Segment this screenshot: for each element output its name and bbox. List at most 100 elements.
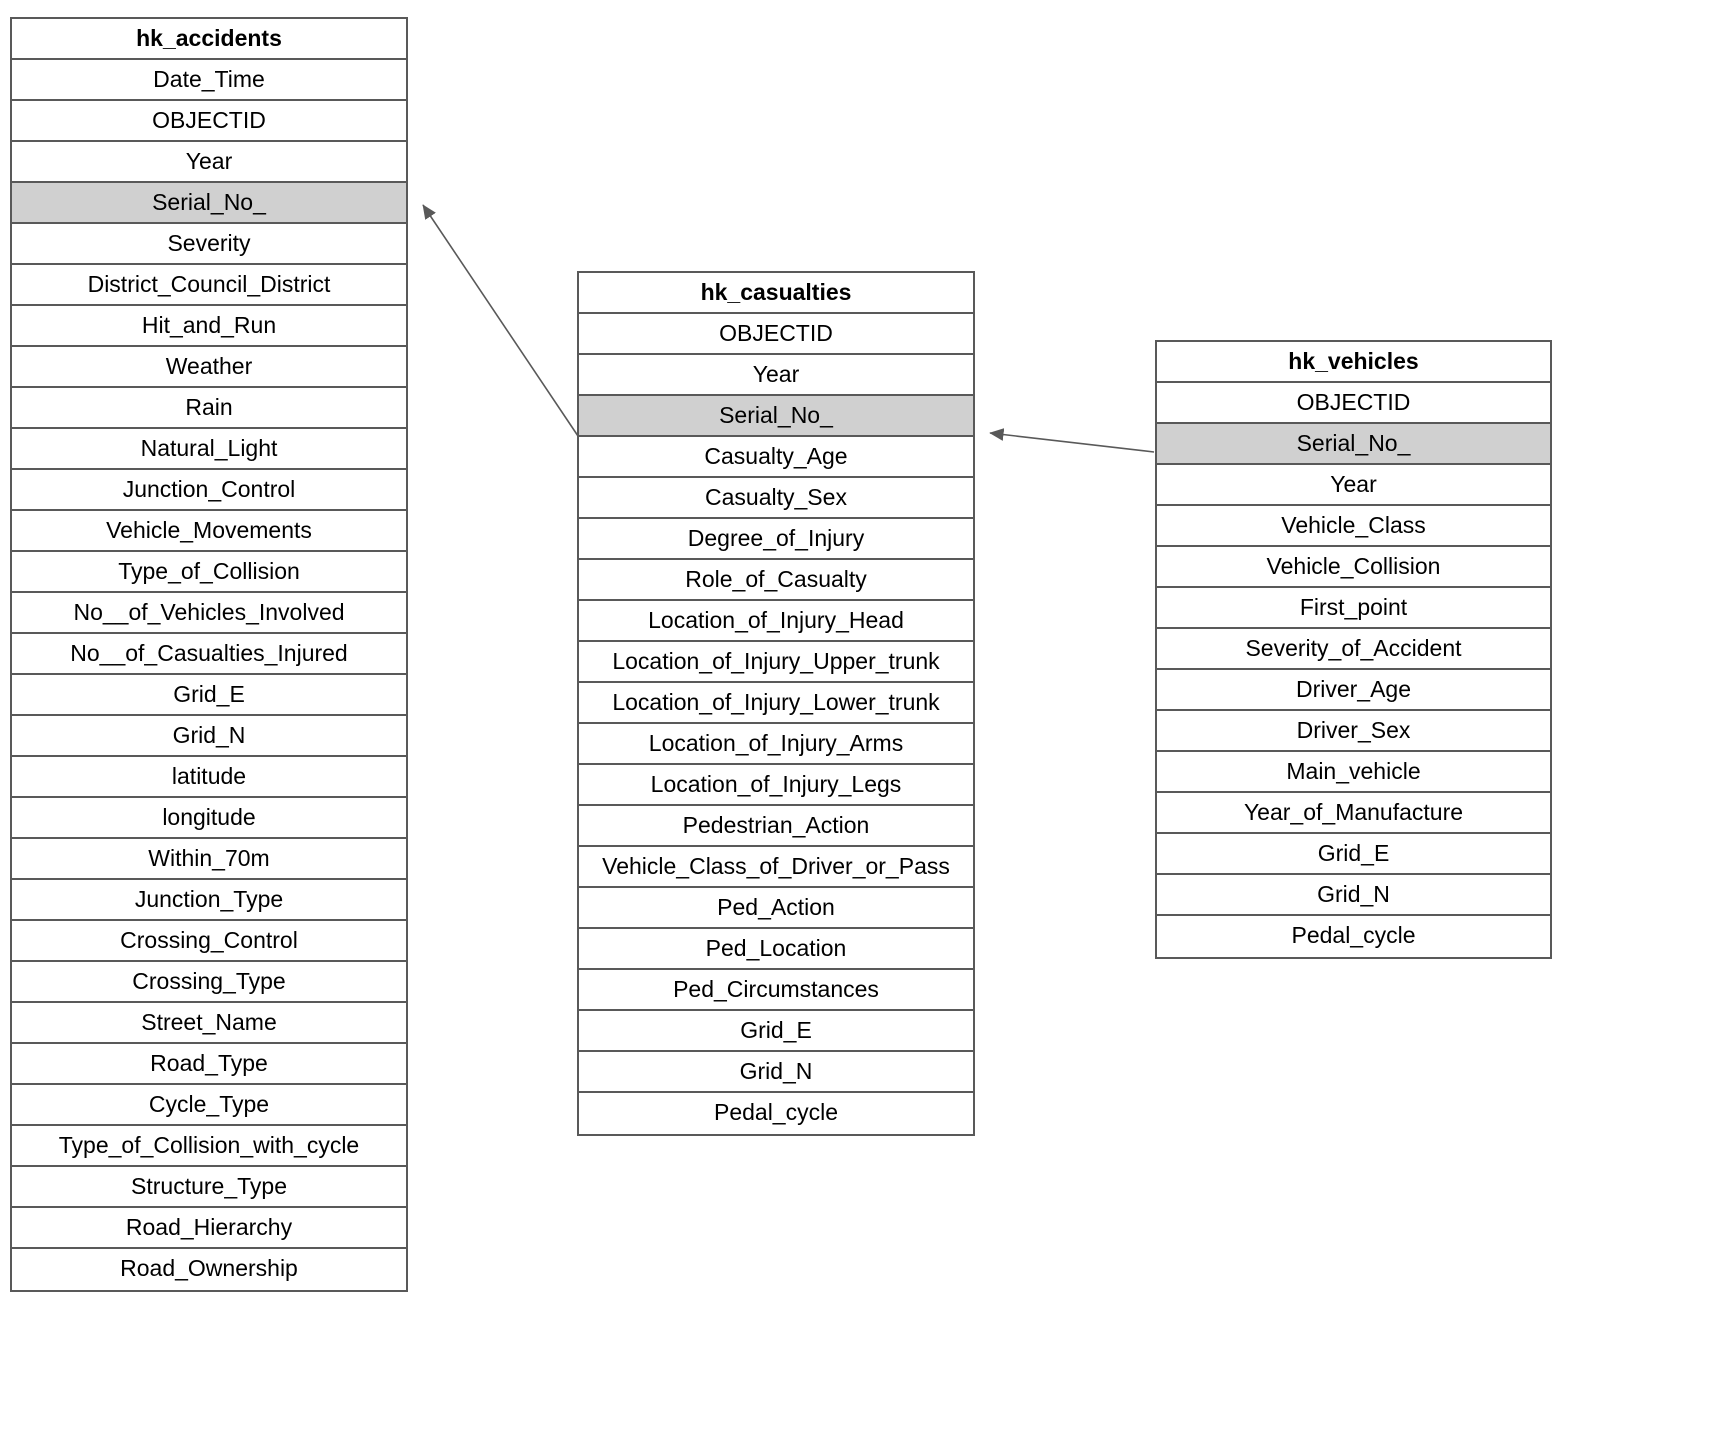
attribute-row[interactable]: Location_of_Injury_Upper_trunk [579,642,973,683]
attribute-row[interactable]: Severity_of_Accident [1157,629,1550,670]
attribute-row[interactable]: Year [1157,465,1550,506]
attribute-row[interactable]: OBJECTID [1157,383,1550,424]
attribute-label: Pedal_cycle [713,1099,839,1125]
attribute-row[interactable]: Junction_Type [12,880,406,921]
attribute-row[interactable]: Crossing_Control [12,921,406,962]
attribute-row[interactable]: Grid_E [12,675,406,716]
attribute-label: longitude [162,804,256,830]
attribute-row[interactable]: Ped_Circumstances [579,970,973,1011]
attribute-label: Road_Ownership [120,1255,298,1281]
connector-vehicles-to-casualties [989,428,1155,453]
attribute-label: First_point [1299,594,1408,620]
attribute-label: Type_of_Collision_with_cycle [58,1132,360,1158]
attribute-row[interactable]: longitude [12,798,406,839]
attribute-row[interactable]: Vehicle_Class [1157,506,1550,547]
attribute-row[interactable]: Year [579,355,973,396]
attribute-row[interactable]: Grid_N [1157,875,1550,916]
attribute-row[interactable]: Type_of_Collision_with_cycle [12,1126,406,1167]
attribute-row[interactable]: Rain [12,388,406,429]
attribute-row[interactable]: Casualty_Age [579,437,973,478]
attribute-label: Type_of_Collision [118,558,300,584]
attribute-label: Pedestrian_Action [682,812,870,838]
attribute-label: Location_of_Injury_Arms [648,730,904,756]
attribute-row[interactable]: Grid_E [1157,834,1550,875]
attribute-label: Serial_No_ [719,402,833,428]
attribute-row[interactable]: Road_Ownership [12,1249,406,1290]
attribute-row[interactable]: No__of_Vehicles_Involved [12,593,406,634]
attribute-row[interactable]: Degree_of_Injury [579,519,973,560]
attribute-row[interactable]: Year_of_Manufacture [1157,793,1550,834]
attribute-row[interactable]: Year [12,142,406,183]
attribute-row[interactable]: Structure_Type [12,1167,406,1208]
attribute-row[interactable]: Grid_N [579,1052,973,1093]
attribute-row[interactable]: Within_70m [12,839,406,880]
attribute-label: OBJECTID [152,107,266,133]
attribute-row-key[interactable]: Serial_No_ [1157,424,1550,465]
attribute-label: Casualty_Sex [705,484,847,510]
attribute-row[interactable]: Type_of_Collision [12,552,406,593]
attribute-label: Hit_and_Run [141,312,277,338]
attribute-row[interactable]: Ped_Location [579,929,973,970]
attribute-row-key[interactable]: Serial_No_ [12,183,406,224]
attribute-row[interactable]: Road_Hierarchy [12,1208,406,1249]
attribute-row[interactable]: Location_of_Injury_Lower_trunk [579,683,973,724]
attribute-row[interactable]: OBJECTID [12,101,406,142]
attribute-row[interactable]: Location_of_Injury_Head [579,601,973,642]
attribute-row[interactable]: Grid_E [579,1011,973,1052]
attribute-label: Vehicle_Class [1281,512,1426,538]
attribute-label: Date_Time [153,66,265,92]
entity-title-hk-vehicles: hk_vehicles [1157,342,1550,383]
attribute-row[interactable]: Casualty_Sex [579,478,973,519]
attribute-row[interactable]: Cycle_Type [12,1085,406,1126]
attribute-row[interactable]: Vehicle_Collision [1157,547,1550,588]
attribute-label: Role_of_Casualty [685,566,867,592]
attribute-row[interactable]: Road_Type [12,1044,406,1085]
attribute-row[interactable]: Street_Name [12,1003,406,1044]
attribute-label: Driver_Age [1295,676,1412,702]
attribute-row[interactable]: Ped_Action [579,888,973,929]
attribute-row[interactable]: Natural_Light [12,429,406,470]
attribute-row[interactable]: Pedestrian_Action [579,806,973,847]
attribute-label: No__of_Vehicles_Involved [73,599,345,625]
attribute-row[interactable]: District_Council_District [12,265,406,306]
attribute-label: Vehicle_Movements [106,517,312,543]
attribute-row[interactable]: latitude [12,757,406,798]
attribute-row[interactable]: Vehicle_Class_of_Driver_or_Pass [579,847,973,888]
attribute-row[interactable]: Vehicle_Movements [12,511,406,552]
attribute-label: Grid_N [1317,881,1390,907]
connector-casualties-to-accidents [422,204,579,437]
attribute-label: Year [1330,471,1377,497]
attribute-row[interactable]: Location_of_Injury_Arms [579,724,973,765]
attribute-label: Weather [165,353,253,379]
attribute-label: Serial_No_ [1296,430,1411,456]
attribute-row[interactable]: Junction_Control [12,470,406,511]
attribute-row[interactable]: Role_of_Casualty [579,560,973,601]
attribute-row[interactable]: Pedal_cycle [579,1093,973,1134]
attribute-row[interactable]: Severity [12,224,406,265]
attribute-row[interactable]: First_point [1157,588,1550,629]
attribute-row[interactable]: Crossing_Type [12,962,406,1003]
attribute-row[interactable]: Driver_Age [1157,670,1550,711]
attribute-row[interactable]: OBJECTID [579,314,973,355]
attribute-row[interactable]: Hit_and_Run [12,306,406,347]
attribute-label: Grid_E [173,681,245,707]
attribute-row[interactable]: Pedal_cycle [1157,916,1550,957]
attribute-row[interactable]: Main_vehicle [1157,752,1550,793]
attribute-row[interactable]: Grid_N [12,716,406,757]
attribute-row[interactable]: No__of_Casualties_Injured [12,634,406,675]
attribute-label: Road_Type [150,1050,268,1076]
attribute-row[interactable]: Weather [12,347,406,388]
attribute-label: Ped_Action [717,894,835,920]
attribute-label: Grid_E [740,1017,812,1043]
attribute-label: Year_of_Manufacture [1243,799,1464,825]
attribute-row-key[interactable]: Serial_No_ [579,396,973,437]
attribute-label: Grid_N [172,722,246,748]
attribute-row[interactable]: Driver_Sex [1157,711,1550,752]
attribute-row[interactable]: Location_of_Injury_Legs [579,765,973,806]
attribute-label: Serial_No_ [152,189,266,215]
attribute-row[interactable]: Date_Time [12,60,406,101]
